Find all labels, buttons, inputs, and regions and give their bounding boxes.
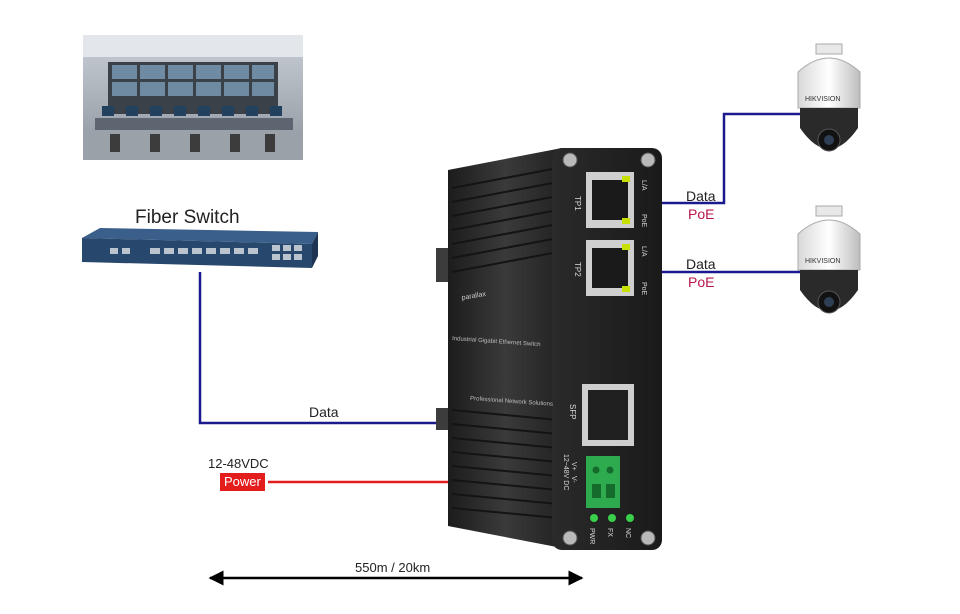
port-tp1-label: TP1 xyxy=(573,196,582,211)
industrial-switch-device: parallax Industrial Gigabit Ethernet Swi… xyxy=(436,148,662,550)
led-nc-label: NC xyxy=(624,528,631,538)
led-poe-label-1: PoE xyxy=(640,214,647,228)
poe-label-tp1: PoE xyxy=(688,206,715,222)
led-la-label-2: L/A xyxy=(640,246,647,257)
data-label-tp2: Data xyxy=(686,256,716,272)
power-v-plus-label: V+ xyxy=(570,462,577,471)
distance-label: 550m / 20km xyxy=(355,560,431,575)
led-pwr-label: PWR xyxy=(588,528,595,544)
led-fx-label: FX xyxy=(606,528,613,537)
data-line-camera-1 xyxy=(645,112,800,205)
ptz-camera-2: HIKVISION xyxy=(797,205,861,314)
device-slogan: Professional Network Solutions xyxy=(470,396,553,408)
led-la-label-1: L/A xyxy=(640,180,647,191)
power-v-minus-label: V- xyxy=(570,476,577,483)
voltage-label: 12-48VDC xyxy=(208,456,269,471)
data-label-tp1: Data xyxy=(686,188,716,204)
fiber-switch-device xyxy=(82,228,318,268)
port-tp2-label: TP2 xyxy=(573,262,582,277)
port-sfp-label: SFP xyxy=(568,404,577,420)
power-label: Power xyxy=(220,473,265,491)
poe-label-tp2: PoE xyxy=(688,274,715,290)
led-poe-label-2: PoE xyxy=(640,282,647,296)
camera-2-brand: HIKVISION xyxy=(805,258,840,265)
power-spec-label: 12~48V DC xyxy=(562,454,569,490)
device-brand: parallax xyxy=(461,291,487,302)
camera-1-brand: HIKVISION xyxy=(805,96,840,103)
data-label-switch: Data xyxy=(309,404,339,420)
control-room-image xyxy=(83,35,303,160)
ptz-camera-1: HIKVISION xyxy=(797,43,861,152)
fiber-switch-title: Fiber Switch xyxy=(135,207,240,228)
